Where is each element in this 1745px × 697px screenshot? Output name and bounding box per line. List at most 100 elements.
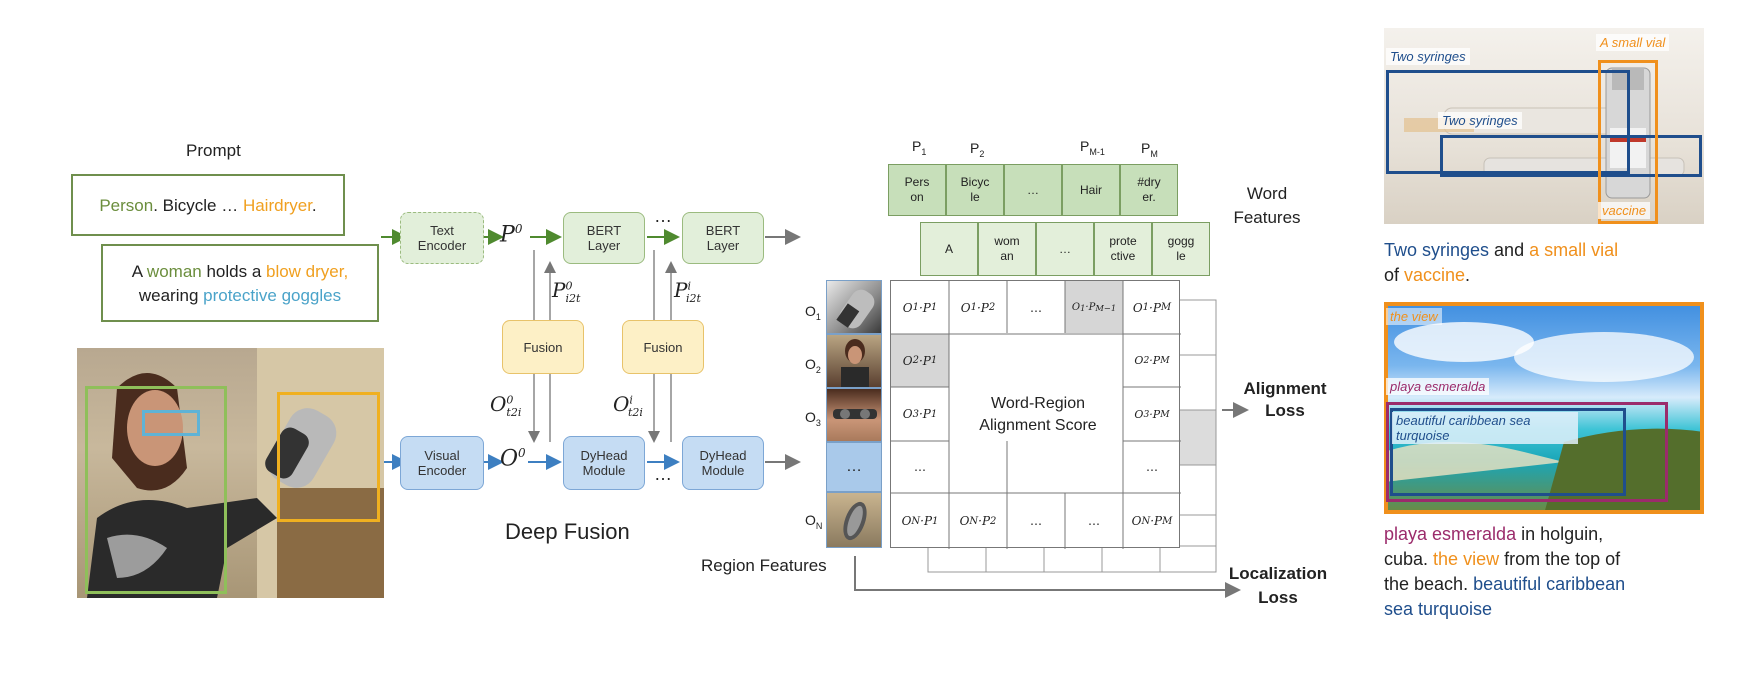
prompt-text: holds a xyxy=(201,262,266,281)
caption-vaccine-part3: a small vial xyxy=(1529,240,1619,260)
o-t2i-0-label: O0t2i xyxy=(490,392,522,419)
caption-vaccine-part6: . xyxy=(1465,265,1471,285)
prompt-word-person: Person xyxy=(99,196,154,215)
word-features-label: Word Features xyxy=(1233,184,1301,227)
caption-beach-part4: the view xyxy=(1433,549,1500,569)
tag-two-syringes-1: Two syringes xyxy=(1386,48,1470,65)
tag-playa-esmeralda: playa esmeralda xyxy=(1386,378,1490,395)
caption-vaccine: Two syringes and a small vial of vaccine… xyxy=(1384,238,1704,288)
score-ellipsis-pm: … xyxy=(1146,460,1158,474)
prompt-text: A xyxy=(131,262,147,281)
region-more: … xyxy=(826,442,882,492)
alignment-score-label: Word-Region Alignment Score xyxy=(955,393,1121,437)
fusion-block-2: Fusion xyxy=(622,320,704,374)
o2-label: O2 xyxy=(805,356,821,375)
o-t2i-i-label: Oit2i xyxy=(613,392,643,419)
caption-beach-part8: sea turquoise xyxy=(1384,599,1493,619)
prompt-word-blow-dryer: blow dryer, xyxy=(266,262,349,281)
dyhead-module-1: DyHead Module xyxy=(563,436,645,490)
region-thumb-2 xyxy=(826,334,882,388)
dyhead-module-2: DyHead Module xyxy=(682,436,764,490)
alignment-loss-line2: Loss xyxy=(1265,401,1305,420)
tag-the-view: the view xyxy=(1386,308,1442,325)
caption-beach-part1: playa esmeralda xyxy=(1384,524,1517,544)
p-i2t-0-label: P0i2t xyxy=(552,278,581,305)
score-on-ellipsis-2: … xyxy=(1088,514,1100,528)
alignment-loss-line1: Alignment xyxy=(1243,379,1327,398)
text-encoder: Text Encoder xyxy=(400,212,484,264)
localization-loss-line1: Localization xyxy=(1228,564,1328,583)
alignment-loss-label: Alignment Loss xyxy=(1230,378,1340,422)
region-thumb-1-drawing xyxy=(836,289,875,329)
pm-label: PM xyxy=(1141,140,1158,159)
caption-beach-part3: cuba. xyxy=(1384,549,1434,569)
bbox-person xyxy=(85,386,227,594)
localization-loss-line2: Loss xyxy=(1258,588,1298,607)
bbox-goggles xyxy=(142,410,200,436)
o3-label: O3 xyxy=(805,409,821,428)
tag-vaccine: vaccine xyxy=(1598,202,1651,219)
word-feature-row2-3: … xyxy=(1036,222,1094,276)
region-thumb-2-drawing xyxy=(841,339,869,387)
o1-label: O1 xyxy=(805,303,821,322)
caption-beach: playa esmeralda in holguin, cuba. the vi… xyxy=(1384,522,1704,622)
prompt-text: . Bicycle … xyxy=(153,196,243,215)
bbox-hairdryer xyxy=(277,392,380,522)
on-label: ON xyxy=(805,512,823,531)
score-ellipsis-p1: … xyxy=(914,460,926,474)
score-o1-ellipsis: … xyxy=(1030,300,1042,315)
prompt-text: . xyxy=(311,196,317,215)
ellipsis-bottom: … xyxy=(654,464,672,484)
word-feature-row1-5: #dry er. xyxy=(1120,164,1178,216)
beach-drawing xyxy=(1384,322,1704,514)
prompt-title: Prompt xyxy=(186,141,241,160)
word-feature-row2-5: gogg le xyxy=(1152,222,1210,276)
region-thumb-3-drawing xyxy=(833,409,877,419)
tag-small-vial: A small vial xyxy=(1596,34,1670,51)
ellipsis-top: … xyxy=(654,206,672,226)
fusion-block-1: Fusion xyxy=(502,320,584,374)
word-feature-row2-2: wom an xyxy=(978,222,1036,276)
bert-layer-1: BERT Layer xyxy=(563,212,645,264)
bbox-playa-esmeralda xyxy=(1386,402,1668,502)
word-feature-row1-2: Bicyc le xyxy=(946,164,1004,216)
score-on-ellipsis-1: … xyxy=(1030,514,1042,528)
p0-label: P0 xyxy=(500,222,523,248)
caption-vaccine-part5: vaccine xyxy=(1404,265,1466,285)
prompt-word-goggles: protective goggles xyxy=(203,286,342,305)
example-image-vaccine: Two syringes A small vial Two syringes v… xyxy=(1384,28,1704,224)
bbox-syringes-2 xyxy=(1440,135,1702,177)
region-thumb-3 xyxy=(826,388,882,442)
deep-fusion-label: Deep Fusion xyxy=(505,519,630,544)
caption-vaccine-part4: of xyxy=(1384,265,1405,285)
word-feature-row1-4: Hair xyxy=(1062,164,1120,216)
region-thumb-n-drawing xyxy=(843,501,867,541)
prompt-word-woman: woman xyxy=(146,262,202,281)
word-feature-row2-1: A xyxy=(920,222,978,276)
caption-vaccine-part1: Two syringes xyxy=(1384,240,1490,260)
p-i2t-i-label: Pii2t xyxy=(674,278,701,305)
caption-beach-part7: beautiful caribbean xyxy=(1473,574,1626,594)
word-feature-row1-3: … xyxy=(1004,164,1062,216)
bbox-vial xyxy=(1598,60,1658,224)
alignment-score-line1: Word-Region xyxy=(991,395,1085,412)
input-image xyxy=(77,348,384,598)
tag-caribbean-sea: beautiful caribbean sea turquoise xyxy=(1392,412,1578,444)
bert-layer-2: BERT Layer xyxy=(682,212,764,264)
caption-beach-part6: the beach. xyxy=(1384,574,1474,594)
prompt-box-sentence: A woman holds a blow dryer, wearing prot… xyxy=(101,244,379,322)
alignment-score-line2: Alignment Score xyxy=(979,417,1097,434)
p1-label: P1 xyxy=(912,138,927,157)
word-feature-row2-4: prote ctive xyxy=(1094,222,1152,276)
caption-vaccine-part2: and xyxy=(1489,240,1530,260)
